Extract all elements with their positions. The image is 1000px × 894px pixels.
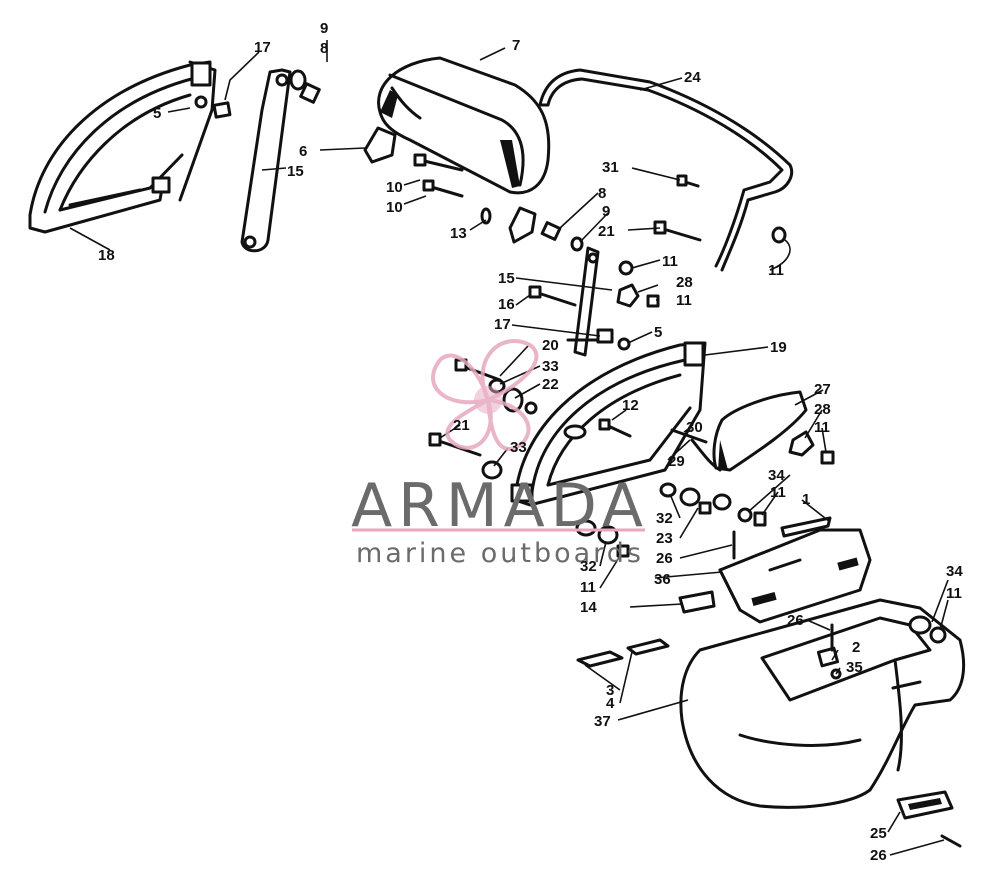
- callout-6: 6: [299, 143, 307, 160]
- callout-32: 32: [656, 510, 673, 527]
- callout-21: 21: [598, 223, 615, 240]
- screw-31: [676, 174, 700, 188]
- bolt-21-top: [653, 220, 702, 242]
- callout-29: 29: [668, 453, 685, 470]
- clip-17-left: [212, 101, 232, 119]
- nut-11-right: [771, 226, 787, 244]
- knob-28-lower: [788, 430, 835, 465]
- bushing-8-9-mid: [540, 221, 584, 252]
- bushing-8-9-top: [289, 69, 321, 104]
- callout-30: 30: [686, 419, 703, 436]
- callout-11: 11: [662, 253, 678, 270]
- lens-1: [780, 516, 832, 538]
- callout-16: 16: [498, 296, 515, 313]
- callout-4: 4: [606, 695, 615, 712]
- callout-11: 11: [676, 292, 692, 309]
- callout-31: 31: [602, 159, 619, 176]
- callout-7: 7: [512, 37, 520, 54]
- nut-13: [480, 207, 492, 225]
- callout-37: 37: [594, 713, 611, 730]
- callout-28: 28: [676, 274, 693, 291]
- hinge-14: [678, 590, 716, 614]
- callout-11: 11: [814, 419, 830, 436]
- screw-26-bottom: [940, 834, 962, 848]
- knob-28-upper: [616, 260, 660, 308]
- callout-33: 33: [542, 358, 559, 375]
- leader-lines: [69, 40, 949, 856]
- watermark-tagline: marine outboards: [356, 538, 644, 569]
- trim-strips-3-4: [576, 638, 670, 668]
- seat-back-cushion: [377, 56, 551, 195]
- callout-20: 20: [542, 337, 559, 354]
- washer-stack-right: [659, 482, 767, 527]
- callout-35: 35: [846, 659, 863, 676]
- callout-8: 8: [598, 185, 606, 202]
- callout-32: 32: [580, 558, 597, 575]
- callout-22: 22: [542, 376, 559, 393]
- callout-9: 9: [602, 203, 610, 220]
- callout-2: 2: [852, 639, 860, 656]
- callout-8: 8: [320, 40, 328, 57]
- backrest-frame-left: [28, 60, 217, 234]
- hinge-arm-15-left: [240, 68, 292, 253]
- armrest-pad-27: [712, 390, 808, 472]
- storage-box-37: [679, 598, 966, 809]
- bolt-12: [598, 418, 632, 438]
- callout-26: 26: [656, 550, 673, 567]
- watermark: ARMADA marine outboards: [351, 339, 645, 569]
- callout-5: 5: [153, 105, 161, 122]
- callout-11: 11: [768, 262, 784, 279]
- callout-5: 5: [654, 324, 662, 341]
- lid-36: [718, 528, 872, 624]
- callout-26: 26: [870, 847, 887, 864]
- latch-plate-25: [896, 790, 954, 820]
- callout-15: 15: [287, 163, 304, 180]
- callout-25: 25: [870, 825, 887, 842]
- callout-28: 28: [814, 401, 831, 418]
- callout-10: 10: [386, 199, 403, 216]
- callout-17: 17: [494, 316, 511, 333]
- callout-27: 27: [814, 381, 831, 398]
- callout-13: 13: [450, 225, 467, 242]
- callout-36: 36: [654, 571, 671, 588]
- callout-11: 11: [946, 585, 962, 602]
- bolts-10: [413, 153, 464, 198]
- callout-17: 17: [254, 39, 271, 56]
- callout-1: 1: [802, 491, 810, 508]
- callout-10: 10: [386, 179, 403, 196]
- callout-3: 3: [606, 682, 614, 699]
- callout-23: 23: [656, 530, 673, 547]
- callout-labels: 9 8 17 7 24 5 6 15 31 10 8 10 9 21 13 18…: [98, 20, 963, 864]
- backrest-frame-right: [510, 341, 707, 507]
- bracket-6: [363, 126, 537, 244]
- callout-34: 34: [946, 563, 963, 580]
- callout-33: 33: [510, 439, 527, 456]
- callout-18: 18: [98, 247, 115, 264]
- callout-19: 19: [770, 339, 787, 356]
- propeller-logo-icon: [431, 339, 539, 451]
- callout-14: 14: [580, 599, 597, 616]
- clip-17-mid: [596, 328, 631, 351]
- bolt-16: [528, 285, 577, 307]
- callout-26: 26: [787, 612, 804, 629]
- callout-11: 11: [580, 579, 596, 596]
- grab-bar-24: [538, 68, 794, 272]
- callout-24: 24: [684, 69, 701, 86]
- callout-34: 34: [768, 467, 785, 484]
- callout-11: 11: [770, 484, 786, 501]
- callout-9: 9: [320, 20, 328, 37]
- callout-15: 15: [498, 270, 515, 287]
- callout-12: 12: [622, 397, 639, 414]
- callout-21: 21: [453, 417, 470, 434]
